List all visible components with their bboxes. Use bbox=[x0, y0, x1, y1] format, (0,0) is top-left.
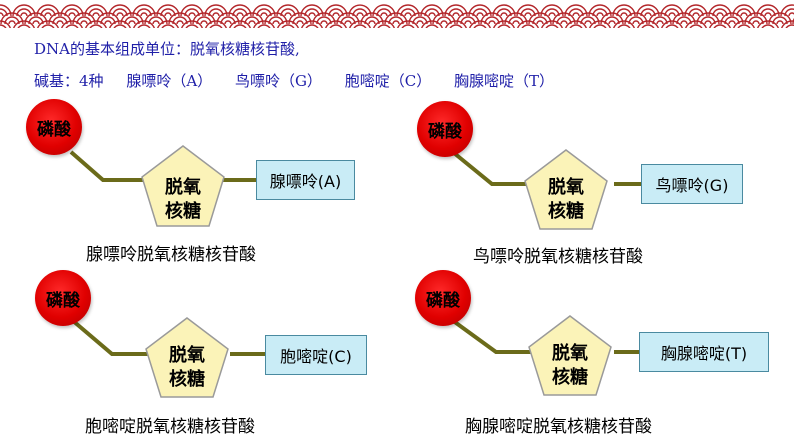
sugar-label-line-1: 脱氧 bbox=[552, 343, 588, 364]
nucleotide-connectors bbox=[69, 145, 257, 227]
nucleotide-thymine: 磷酸 脱氧 核糖 胸腺嘧啶(T) 胸腺嘧啶脱氧核糖核苷酸 bbox=[414, 270, 794, 440]
nucleotide-guanine: 磷酸 脱氧 核糖 鸟嘌呤(G) 鸟嘌呤脱氧核糖核苷酸 bbox=[416, 101, 794, 271]
nucleotide-connectors bbox=[450, 315, 640, 396]
sugar-label-line-1: 脱氧 bbox=[165, 177, 201, 198]
sugar-label: 脱氧 核糖 bbox=[157, 344, 217, 392]
base-box: 腺嘌呤(A) bbox=[256, 160, 355, 200]
nucleotide-connectors bbox=[70, 317, 266, 398]
deoxyribose-pentagon bbox=[141, 145, 225, 227]
decorative-wave-banner bbox=[0, 0, 794, 28]
sugar-label-line-1: 脱氧 bbox=[169, 345, 205, 366]
nucleotide-caption: 胸腺嘧啶脱氧核糖核苷酸 bbox=[465, 417, 652, 437]
nucleotide-connectors bbox=[452, 149, 642, 230]
header-base-cytosine: 胞嘧啶（C） bbox=[344, 72, 432, 90]
header-base-adenine: 腺嘌呤（A） bbox=[126, 72, 213, 90]
sugar-label: 脱氧 核糖 bbox=[540, 342, 600, 390]
base-box: 胸腺嘧啶(T) bbox=[639, 332, 769, 372]
nucleotide-adenine: 磷酸 脱氧 核糖 腺嘌呤(A) 腺嘌呤脱氧核糖核苷酸 bbox=[25, 98, 405, 268]
sugar-label-line-1: 脱氧 bbox=[548, 177, 584, 198]
deoxyribose-pentagon bbox=[145, 317, 229, 398]
header-line-1: DNA的基本组成单位：脱氧核糖核苷酸, bbox=[34, 40, 300, 58]
sugar-label: 脱氧 核糖 bbox=[153, 176, 213, 224]
sugar-label-line-2: 核糖 bbox=[548, 201, 584, 222]
nucleotide-cytosine: 磷酸 脱氧 核糖 胞嘧啶(C) 胞嘧啶脱氧核糖核苷酸 bbox=[34, 270, 414, 440]
sugar-label-line-2: 核糖 bbox=[165, 201, 201, 222]
sugar-label-line-2: 核糖 bbox=[552, 367, 588, 388]
nucleotide-caption: 腺嘌呤脱氧核糖核苷酸 bbox=[86, 245, 256, 265]
header-base-guanine: 鸟嘌呤（G） bbox=[234, 72, 322, 90]
phosphate-sugar-bond bbox=[69, 150, 143, 182]
sugar-label: 脱氧 核糖 bbox=[536, 176, 596, 224]
sugar-label-line-2: 核糖 bbox=[169, 369, 205, 390]
nucleotide-caption: 胞嘧啶脱氧核糖核苷酸 bbox=[85, 417, 255, 437]
phosphate-circle: 磷酸 bbox=[417, 101, 473, 157]
deoxyribose-pentagon bbox=[524, 149, 608, 230]
base-box: 鸟嘌呤(G) bbox=[641, 164, 743, 204]
base-box: 胞嘧啶(C) bbox=[265, 335, 367, 375]
nucleotide-caption: 鸟嘌呤脱氧核糖核苷酸 bbox=[473, 247, 643, 267]
phosphate-circle: 磷酸 bbox=[415, 270, 471, 326]
phosphate-circle: 磷酸 bbox=[26, 99, 82, 155]
deoxyribose-pentagon bbox=[528, 315, 612, 396]
base-count-label: 碱基：4种 bbox=[34, 72, 104, 90]
phosphate-circle: 磷酸 bbox=[35, 270, 91, 326]
header-line-2: 碱基：4种 腺嘌呤（A） 鸟嘌呤（G） 胞嘧啶（C） 胸腺嘧啶（T） bbox=[34, 70, 572, 91]
header-base-thymine: 胸腺嘧啶（T） bbox=[453, 72, 554, 90]
